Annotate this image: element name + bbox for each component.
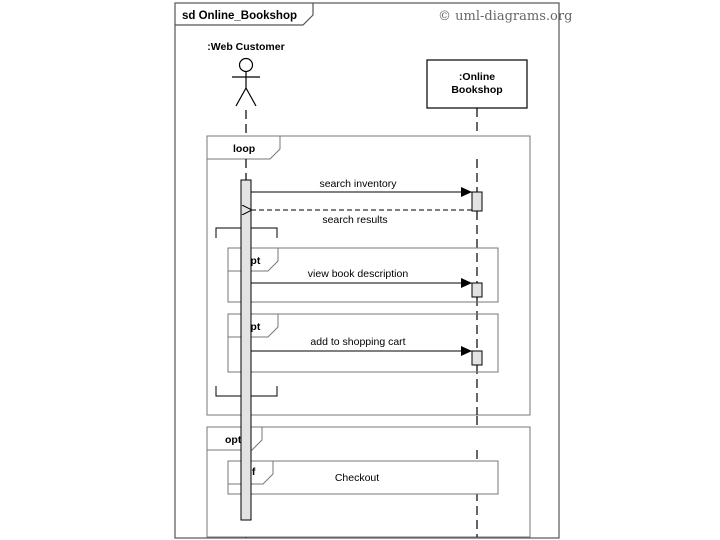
message-search-results-label: search results bbox=[322, 214, 387, 226]
lifeline-customer-label: :Web Customer bbox=[207, 41, 284, 53]
lifeline-bookshop-label-2: Bookshop bbox=[451, 84, 502, 96]
loop-fragment-tab bbox=[207, 136, 281, 160]
copyright-notice: © uml-diagrams.org bbox=[438, 9, 572, 24]
stick-figure-icon bbox=[232, 57, 260, 107]
ref-checkout-name: Checkout bbox=[335, 472, 379, 484]
customer-activation bbox=[240, 179, 252, 521]
opt-view-fragment bbox=[227, 247, 499, 303]
frame-title: sd Online_Bookshop bbox=[182, 10, 297, 22]
bookshop-activation-view bbox=[471, 282, 483, 298]
message-view-book-label: view book description bbox=[308, 268, 409, 280]
lifeline-bookshop-box bbox=[426, 59, 528, 109]
sd-frame bbox=[174, 2, 560, 539]
message-search-inventory-label: search inventory bbox=[319, 178, 397, 190]
opt-checkout-label: opt bbox=[225, 434, 242, 446]
opt-checkout-fragment-tab bbox=[207, 427, 263, 451]
opt-add-fragment bbox=[227, 313, 499, 373]
message-add-to-cart-label: add to shopping cart bbox=[310, 336, 405, 348]
loop-fragment-label: loop bbox=[233, 143, 255, 155]
loop-fragment bbox=[206, 135, 531, 416]
bookshop-activation-search bbox=[471, 191, 483, 212]
bookshop-activation-add bbox=[471, 350, 483, 366]
sd-frame-tab bbox=[175, 3, 314, 26]
lifeline-bookshop-label-1: :Online bbox=[459, 71, 495, 83]
